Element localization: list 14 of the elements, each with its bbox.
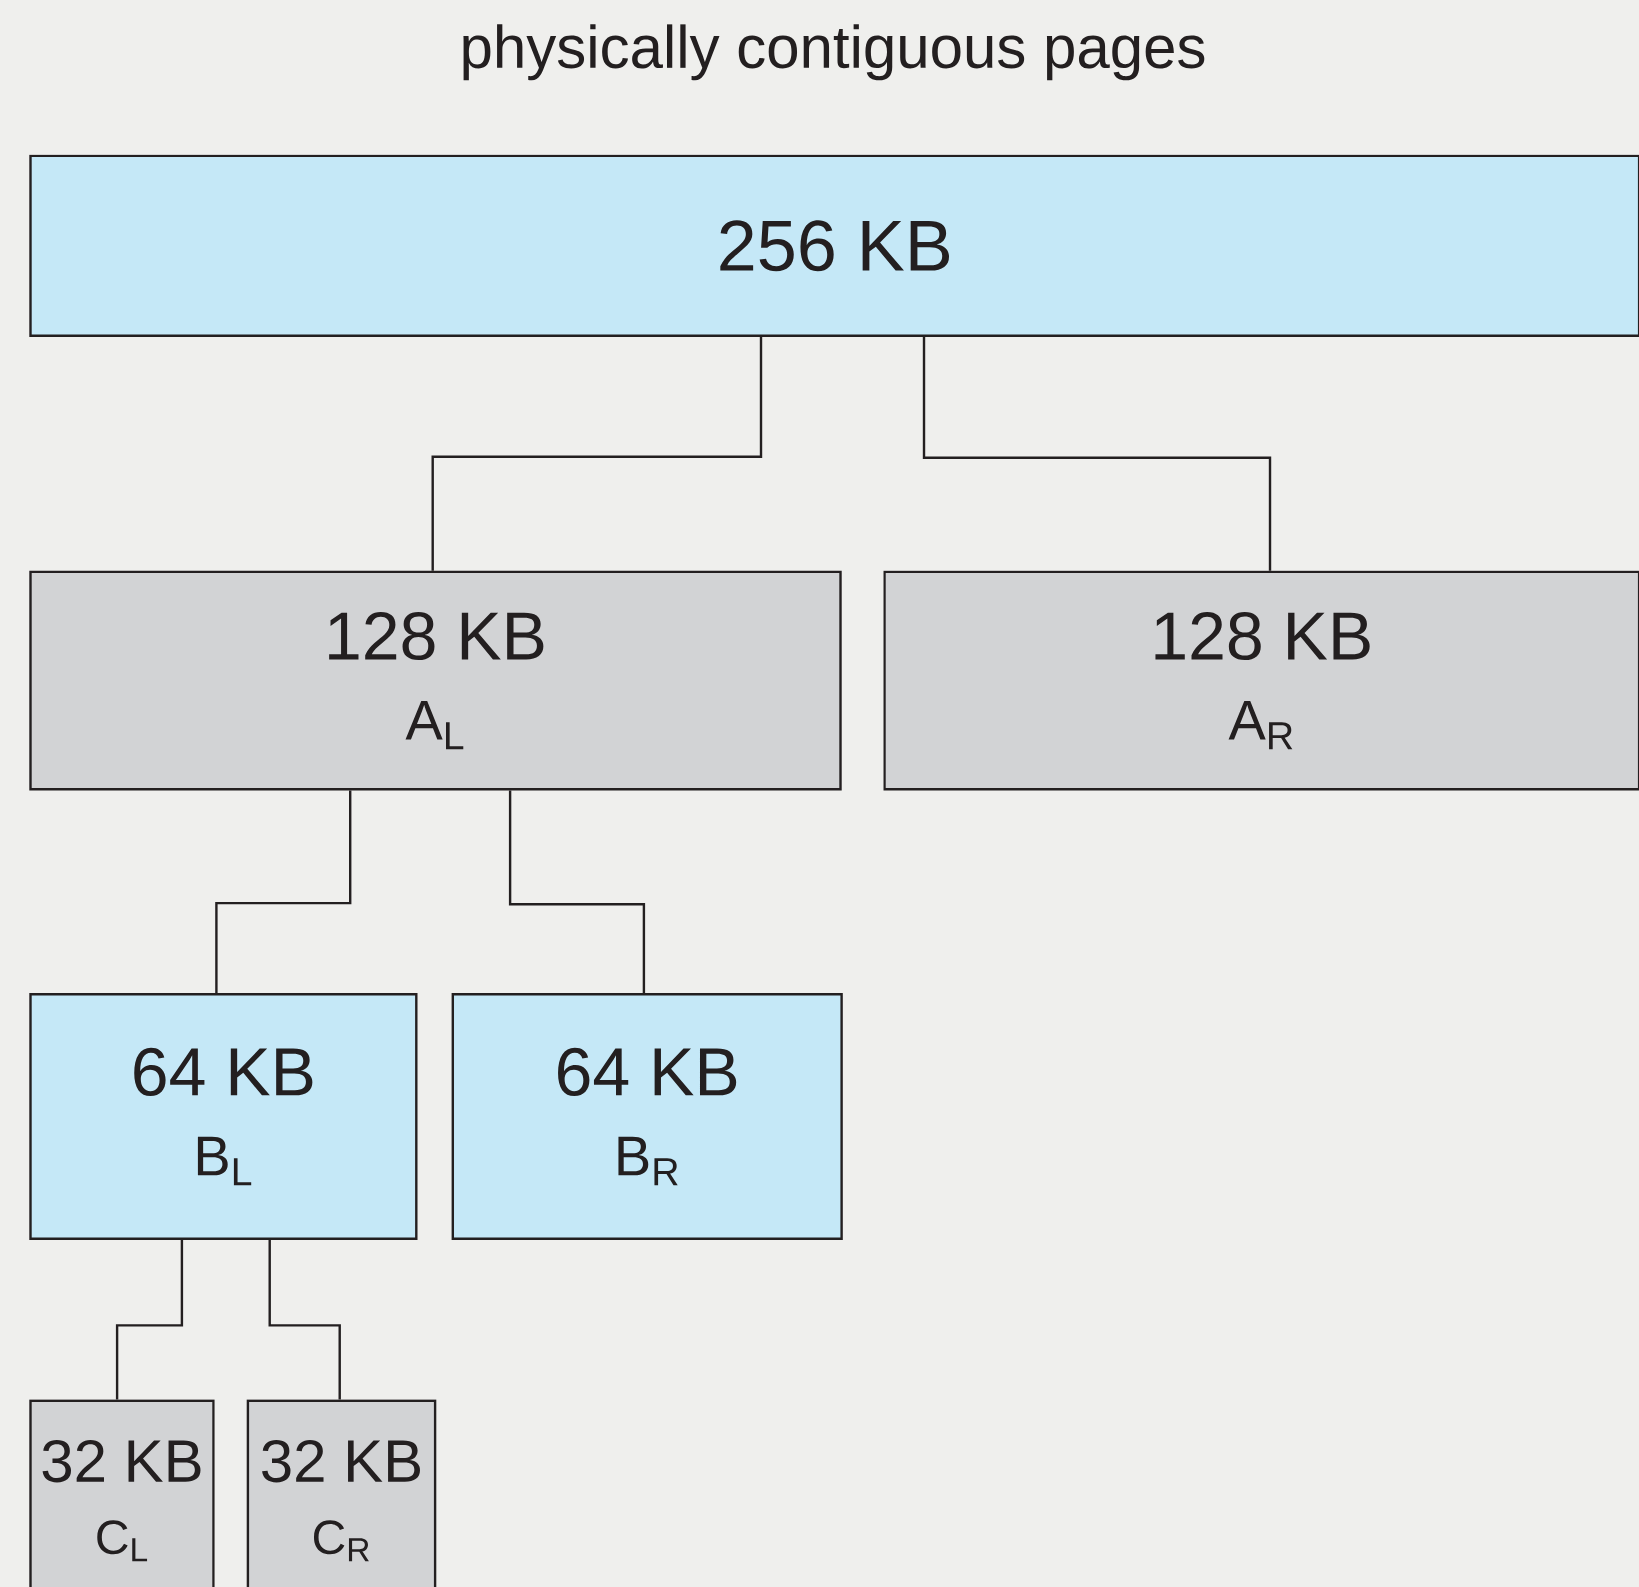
memory-block: 128 KB A$_{L}$ bbox=[29, 570, 842, 791]
memory-block: 128 KB A$_{R}$ bbox=[883, 570, 1639, 791]
memory-block: 64 KB B$_{L}$ bbox=[29, 993, 418, 1240]
memory-block: 256 KB bbox=[29, 154, 1639, 337]
memory-block: 32 KB C$_{L}$ bbox=[29, 1399, 215, 1587]
title: physically contiguous pages bbox=[463, 24, 1205, 81]
connector-line bbox=[215, 790, 352, 993]
memory-block: 32 KB C$_{R}$ bbox=[246, 1399, 437, 1587]
connector-line bbox=[268, 1240, 341, 1400]
connector-line bbox=[115, 1240, 184, 1400]
memory-block: 64 KB B$_{R}$ bbox=[451, 993, 843, 1240]
connector-line bbox=[922, 336, 1272, 571]
connector-line bbox=[431, 336, 763, 571]
connector-line bbox=[508, 790, 646, 993]
